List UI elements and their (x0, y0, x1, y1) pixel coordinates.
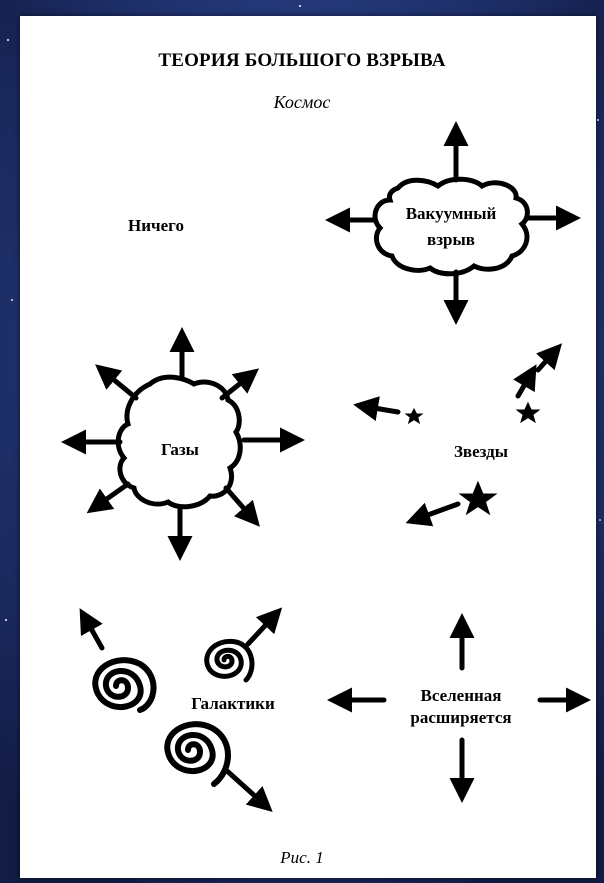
stage-gases-label: Газы (140, 440, 220, 460)
galaxy-left-spiral (95, 660, 153, 710)
star-arrow-down-left (414, 504, 458, 520)
gas-arrow-up-right (222, 374, 252, 398)
stars-group (362, 350, 556, 520)
diagram-subtitle: Космос (0, 92, 604, 113)
star-large (460, 482, 496, 514)
star-arrow-up-right-near (518, 372, 532, 396)
star-medium (517, 403, 539, 422)
stage-galaxies-label: Галактики (168, 694, 298, 714)
diagram-title: ТЕОРИЯ БОЛЬШОГО ВЗРЫВА (0, 50, 604, 72)
gas-arrow-down-left (94, 484, 128, 508)
vacuum-cloud-outline (375, 179, 527, 274)
galaxy-bottom-spiral (167, 724, 228, 784)
galaxy-bottom-arrow (226, 770, 266, 806)
galaxy-top-spiral (207, 641, 252, 680)
stage-vacuum-label-line2: взрыв (378, 230, 524, 250)
figure-caption: Рис. 1 (0, 848, 604, 868)
star-small (406, 409, 422, 423)
stage-universe-label-line2: расширяется (386, 708, 536, 728)
galaxy-left-arrow (84, 616, 102, 648)
galaxy-top-arrow (248, 614, 276, 644)
star-arrow-up-right-far (538, 350, 556, 370)
star-arrow-left (362, 406, 398, 412)
stage-nothing-label: Ничего (128, 216, 184, 236)
gas-arrow-down-right (226, 488, 254, 520)
stage-vacuum-label-line1: Вакуумный (378, 204, 524, 224)
stage-stars-label: Звезды (436, 442, 526, 462)
stage-universe-label-line1: Вселенная (386, 686, 536, 706)
gas-arrow-up-left (102, 370, 136, 398)
